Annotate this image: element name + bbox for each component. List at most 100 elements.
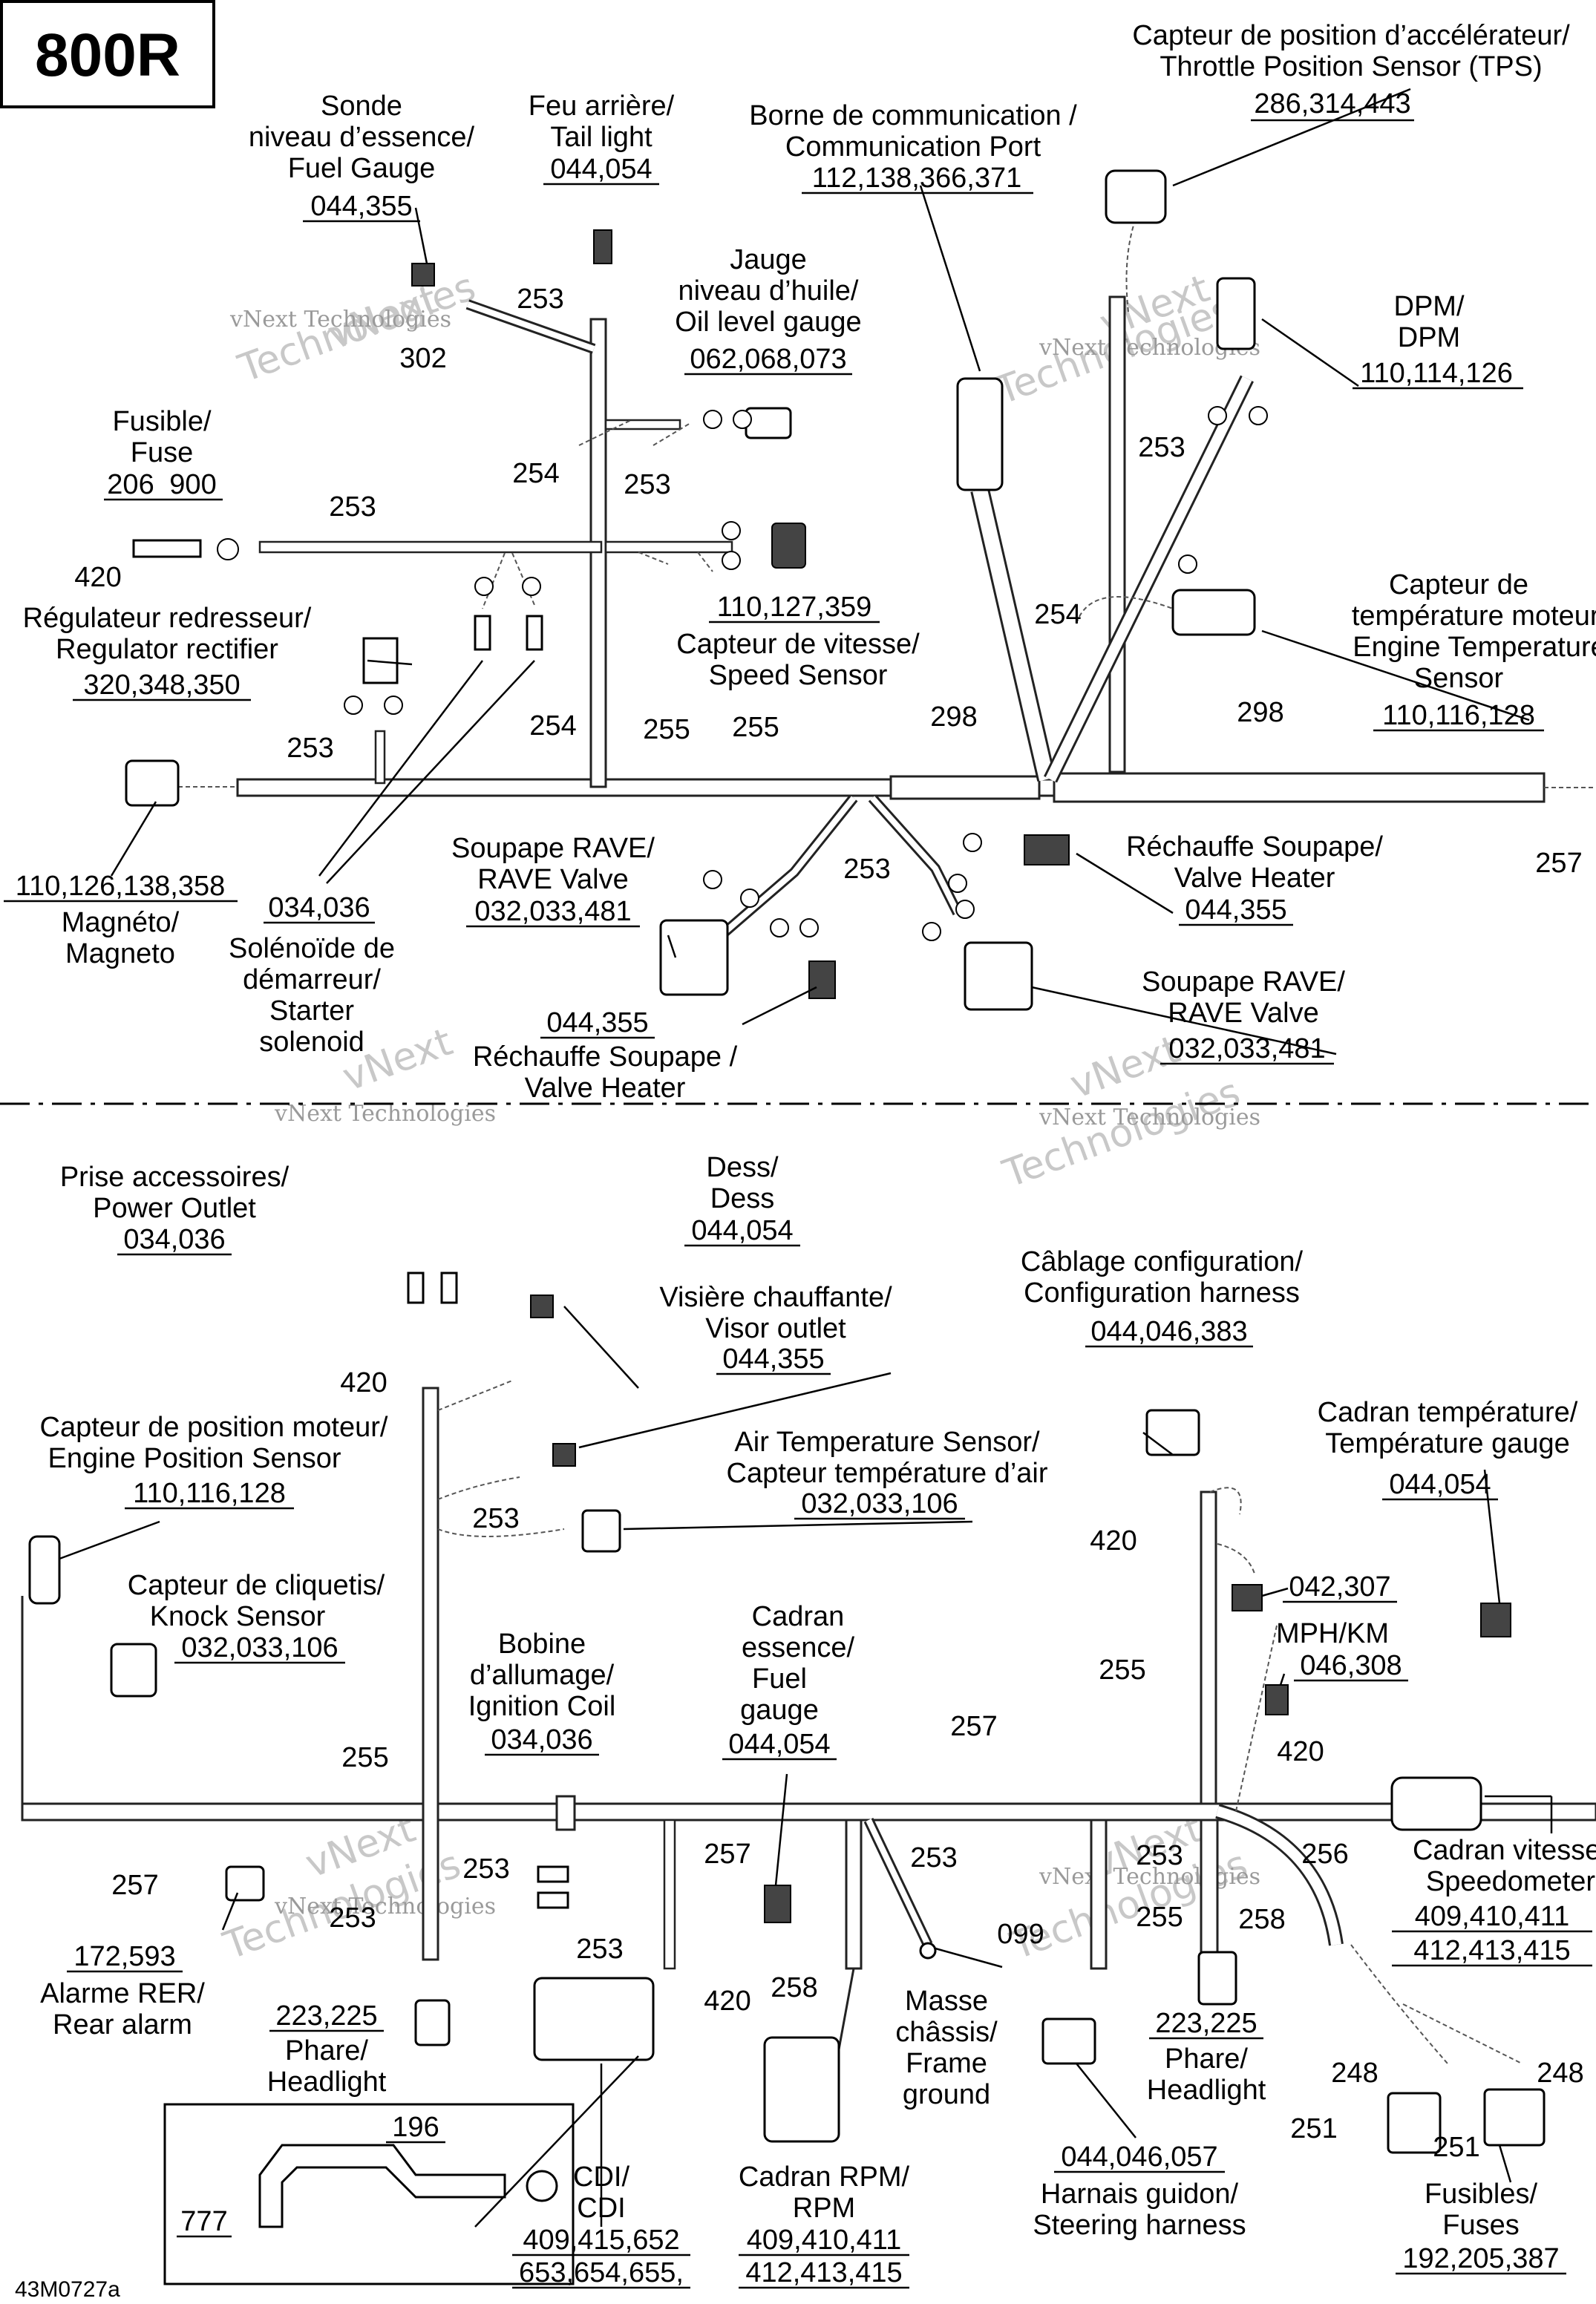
part-298: 298 bbox=[930, 701, 977, 733]
mph-refs: 046,308 bbox=[1300, 1650, 1402, 1681]
config-label-1: Câblage configuration/ bbox=[1021, 1246, 1304, 1277]
labels-bottom: Prise accessoires/ Power Outlet 034,036 … bbox=[15, 1152, 1596, 2302]
magneto-refs: 110,126,138,358 bbox=[16, 871, 225, 902]
sleeve-298 bbox=[889, 775, 1041, 800]
part-196: 196 bbox=[392, 2112, 439, 2143]
regulator-refs: 320,348,350 bbox=[83, 670, 240, 701]
bottom-harness bbox=[21, 1380, 1596, 2131]
tps-refs: 286,314,443 bbox=[1254, 88, 1410, 120]
valve-heater-left-label-2: Valve Heater bbox=[525, 1073, 686, 1104]
tps-connector bbox=[1105, 169, 1167, 224]
ign-coil-label-1: Bobine bbox=[498, 1629, 586, 1660]
part-255: 255 bbox=[341, 1742, 388, 1773]
valve-heater-left-label-1: Réchauffe Soupape / bbox=[473, 1041, 738, 1073]
fuse-ref-900: 900 bbox=[169, 469, 216, 500]
part-251: 251 bbox=[1433, 2132, 1479, 2163]
mph-connector bbox=[1232, 1584, 1263, 1611]
headlight-left-label-1: Phare/ bbox=[285, 2035, 368, 2066]
fuel-dial-label-1: Cadran bbox=[752, 1601, 845, 1632]
air-temp-label-1: Air Temperature Sensor/ bbox=[734, 1427, 1040, 1458]
rave-right-connector bbox=[964, 941, 1033, 1011]
rave-left-label-2: RAVE Valve bbox=[477, 864, 628, 895]
top-connectors bbox=[125, 169, 1268, 1011]
branch-253 bbox=[258, 540, 603, 554]
valve-heater-left-refs: 044,355 bbox=[546, 1007, 648, 1038]
speedo-connector bbox=[1390, 1776, 1482, 1831]
visor-refs: 044,355 bbox=[722, 1344, 824, 1375]
oil-gauge-label-2: niveau d’huile/ bbox=[678, 275, 859, 307]
dess-refs: 044,054 bbox=[691, 1215, 793, 1246]
labels-top: Capteur de position d’accélérateur/ Thro… bbox=[4, 20, 1596, 1104]
comm-port-connector bbox=[956, 377, 1004, 491]
magneto-connector bbox=[125, 759, 180, 807]
part-253: 253 bbox=[329, 1902, 376, 1934]
dess-label-2: Dess bbox=[710, 1183, 775, 1214]
taillight-refs: 044,054 bbox=[550, 154, 652, 185]
taillight-connector bbox=[593, 229, 612, 264]
rear-alarm-refs: 172,593 bbox=[73, 1941, 175, 1972]
part-258: 258 bbox=[771, 1972, 817, 2003]
mph-label: MPH/KM bbox=[1276, 1618, 1389, 1649]
rpm-ref-1: 409,410,411 bbox=[747, 2225, 902, 2256]
part-255: 255 bbox=[1099, 1655, 1145, 1686]
air-temp-connector bbox=[581, 1509, 621, 1553]
temp-gauge-label-2: Température gauge bbox=[1325, 1428, 1570, 1459]
branch-oil bbox=[604, 419, 681, 431]
dess-connector bbox=[530, 1295, 554, 1318]
speedo-label-2: Speedometer bbox=[1426, 1866, 1595, 1897]
sleeve-298-right bbox=[1053, 772, 1546, 803]
engine-temp-label-2: température moteur/ bbox=[1352, 600, 1596, 632]
comm-port-refs: 112,138,366,371 bbox=[812, 163, 1021, 194]
frame-ground-label-4: ground bbox=[903, 2079, 990, 2110]
part-257: 257 bbox=[111, 1870, 158, 1901]
watermark-text: vNext Technologies bbox=[229, 307, 451, 333]
watermark-text: vNext Technologies bbox=[1039, 1864, 1260, 1890]
config-connector bbox=[1145, 1409, 1200, 1456]
part-253: 253 bbox=[843, 854, 890, 885]
rave-right-label-2: RAVE Valve bbox=[1168, 998, 1318, 1029]
config-label-2: Configuration harness bbox=[1024, 1277, 1300, 1309]
part-253: 253 bbox=[1136, 1840, 1183, 1871]
cdi-connector bbox=[533, 1977, 655, 2061]
rear-alarm-label-1: Alarme RER/ bbox=[40, 1978, 205, 2009]
air-temp-refs: 032,033,106 bbox=[801, 1488, 958, 1519]
inset-box bbox=[163, 2103, 575, 2285]
speedo-ref-2: 412,413,415 bbox=[1413, 1935, 1570, 1966]
taillight-label-2: Tail light bbox=[550, 122, 653, 153]
starter-connector-a bbox=[474, 615, 491, 651]
frame-ground-label-1: Masse bbox=[905, 1986, 988, 2017]
part-255: 255 bbox=[732, 712, 779, 743]
part-253: 253 bbox=[472, 1503, 519, 1534]
engine-pos-label-1: Capteur de position moteur/ bbox=[40, 1412, 388, 1443]
temp-gauge-label-1: Cadran température/ bbox=[1318, 1397, 1578, 1428]
title-box bbox=[0, 0, 215, 108]
headlight-left-connector bbox=[414, 1999, 451, 2046]
part-253: 253 bbox=[1138, 432, 1185, 463]
visor-label-2: Visor outlet bbox=[705, 1313, 846, 1344]
ign-coil-label-3: Ignition Coil bbox=[468, 1691, 616, 1722]
valve-heater-right-connector bbox=[1024, 834, 1070, 865]
rave-left-label-1: Soupape RAVE/ bbox=[451, 833, 655, 864]
steering-connector bbox=[1041, 2017, 1096, 2065]
visor-label-1: Visière chauffante/ bbox=[659, 1282, 892, 1313]
part-numbers-bottom: 420 253 420 255 255 257 420 257 253 253 … bbox=[111, 1367, 1584, 2238]
watermark-text: vNext Technologies bbox=[1039, 1104, 1260, 1130]
tps-label-fr: Capteur de position d’accélérateur/ bbox=[1132, 20, 1570, 51]
dpm-label-2: DPM bbox=[1398, 322, 1460, 353]
fuse-label-2: Fuse bbox=[131, 437, 193, 468]
part-420: 420 bbox=[704, 1986, 750, 2017]
part-255: 255 bbox=[643, 714, 690, 745]
part-256: 256 bbox=[1301, 1839, 1348, 1870]
headlight-right-refs: 223,225 bbox=[1155, 2008, 1257, 2039]
fuse-ref-206: 206 bbox=[107, 469, 154, 500]
engine-pos-label-2: Engine Position Sensor bbox=[48, 1443, 341, 1474]
rear-alarm-connector bbox=[225, 1865, 265, 1902]
part-253: 253 bbox=[910, 1842, 957, 1873]
regulator-label-1: Régulateur redresseur/ bbox=[23, 603, 312, 634]
fuses-label-1: Fusibles/ bbox=[1425, 2179, 1537, 2210]
part-251: 251 bbox=[1290, 2113, 1337, 2144]
dpm-refs: 110,114,126 bbox=[1360, 358, 1513, 389]
part-258: 258 bbox=[1238, 1904, 1285, 1935]
engine-pos-refs: 110,116,128 bbox=[133, 1478, 286, 1509]
steering-label-1: Harnais guidon/ bbox=[1041, 2179, 1239, 2210]
